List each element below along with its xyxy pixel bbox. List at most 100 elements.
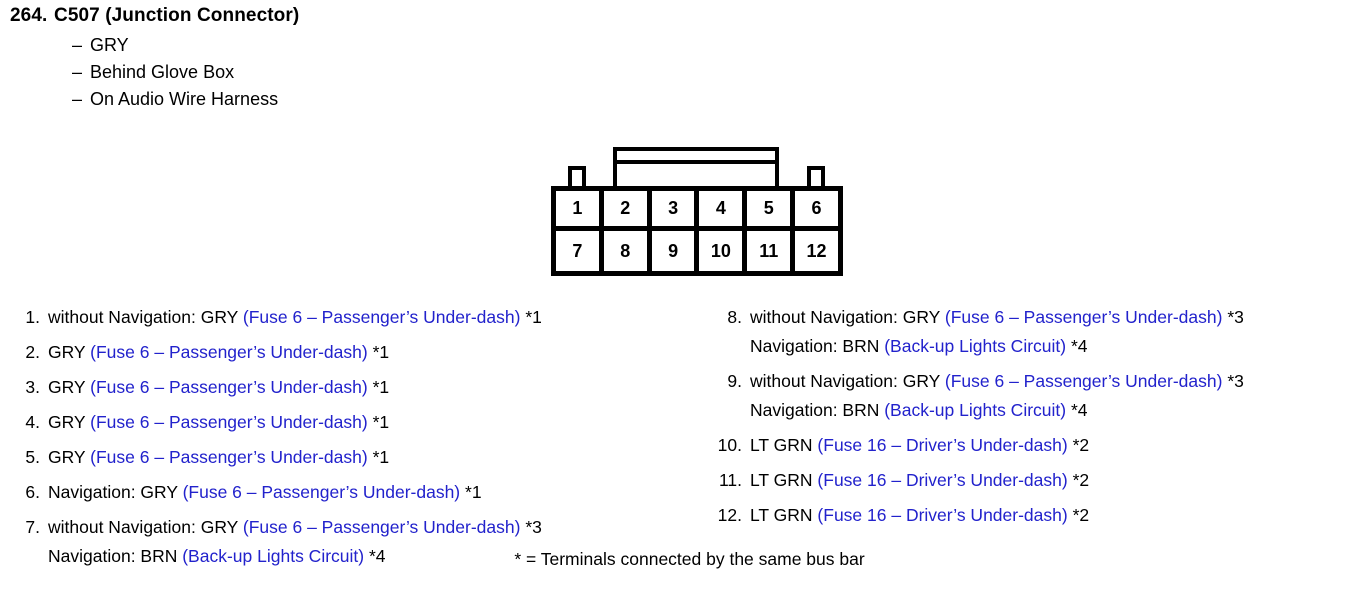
connector-detail-line: –On Audio Wire Harness: [72, 86, 710, 113]
connector-pin-1[interactable]: 1: [556, 191, 604, 226]
terminal-description: GRY (Fuse 6 – Passenger’s Under-dash) *1: [48, 373, 694, 402]
terminal-circuit-name: (Fuse 6 – Passenger’s Under-dash): [182, 482, 461, 502]
connector-pin-2[interactable]: 2: [604, 191, 652, 226]
terminal-circuit-name: (Back-up Lights Circuit): [884, 336, 1067, 356]
terminal-entry: 7.without Navigation: GRY (Fuse 6 – Pass…: [14, 513, 694, 571]
terminal-description: LT GRN (Fuse 16 – Driver’s Under-dash) *…: [750, 466, 1356, 495]
terminal-line: Navigation: BRN (Back-up Lights Circuit)…: [750, 332, 1356, 361]
connector-pin-4[interactable]: 4: [699, 191, 748, 226]
terminal-line: GRY (Fuse 6 – Passenger’s Under-dash) *1: [48, 443, 694, 472]
footnote-text: * = Terminals connected by the same bus …: [514, 549, 865, 569]
terminal-entry: 4. GRY (Fuse 6 – Passenger’s Under-dash) …: [14, 408, 694, 437]
terminal-description: GRY (Fuse 6 – Passenger’s Under-dash) *1: [48, 338, 694, 367]
terminal-wire-color: Navigation: GRY: [48, 482, 183, 502]
terminal-circuit-name: (Fuse 6 – Passenger’s Under-dash): [90, 377, 368, 397]
terminal-number: 12.: [717, 505, 742, 525]
terminal-circuit-name: (Fuse 6 – Passenger’s Under-dash): [90, 412, 368, 432]
terminal-wire-color: without Navigation: GRY: [750, 371, 945, 391]
terminal-wire-color: LT GRN: [750, 505, 818, 525]
terminal-line: Navigation: GRY (Fuse 6 – Passenger’s Un…: [48, 478, 694, 507]
terminal-number: 8.: [727, 307, 742, 327]
terminal-busbar-marker: *3: [1222, 307, 1244, 327]
connector-pin-12[interactable]: 12: [806, 240, 827, 261]
terminal-circuit-name: (Back-up Lights Circuit): [182, 546, 365, 566]
bullet-dash-icon: –: [72, 62, 83, 82]
terminal-number: 4.: [25, 412, 40, 432]
terminal-circuit-name: (Fuse 6 – Passenger’s Under-dash): [242, 307, 521, 327]
terminal-circuit-name: (Back-up Lights Circuit): [884, 400, 1067, 420]
terminal-circuit-name: (Fuse 16 – Driver’s Under-dash): [817, 435, 1068, 455]
connector-pin-3[interactable]: 3: [652, 191, 700, 226]
terminal-wire-color: GRY: [48, 377, 91, 397]
connector-detail-text: On Audio Wire Harness: [90, 89, 279, 109]
terminal-line: GRY (Fuse 6 – Passenger’s Under-dash) *1: [48, 408, 694, 437]
terminal-description: Navigation: GRY (Fuse 6 – Passenger’s Un…: [48, 478, 694, 507]
terminal-description: without Navigation: GRY (Fuse 6 – Passen…: [750, 367, 1356, 425]
terminal-circuit-name: (Fuse 6 – Passenger’s Under-dash): [90, 447, 368, 467]
terminal-wire-color: Navigation: BRN: [750, 400, 885, 420]
terminal-wire-color: Navigation: BRN: [48, 546, 183, 566]
bullet-dash-icon: –: [72, 89, 83, 109]
connector-title: C507 (Junction Connector): [54, 5, 300, 26]
terminal-line: without Navigation: GRY (Fuse 6 – Passen…: [750, 303, 1356, 332]
terminal-busbar-marker: *1: [367, 412, 390, 432]
terminal-wire-color: LT GRN: [750, 470, 818, 490]
connector-pin-9[interactable]: 9: [652, 231, 700, 271]
connector-detail-list: –GRY–Behind Glove Box–On Audio Wire Harn…: [72, 32, 710, 113]
connector-tab-right-icon: [807, 166, 825, 188]
terminal-entry: 8. without Navigation: GRY (Fuse 6 – Pass…: [716, 303, 1356, 361]
terminal-list-right: 8. without Navigation: GRY (Fuse 6 – Pass…: [716, 303, 1356, 536]
connector-pin-7[interactable]: 7: [556, 231, 604, 271]
bullet-dash-icon: –: [72, 35, 83, 55]
terminal-busbar-marker: *4: [364, 546, 386, 566]
terminal-line: without Navigation: GRY (Fuse 6 – Passen…: [48, 513, 694, 542]
terminal-description: without Navigation: GRY (Fuse 6 – Passen…: [48, 303, 694, 332]
terminal-circuit-name: (Fuse 6 – Passenger’s Under-dash): [944, 371, 1223, 391]
terminal-line: LT GRN (Fuse 16 – Driver’s Under-dash) *…: [750, 431, 1356, 460]
terminal-entry: 12. LT GRN (Fuse 16 – Driver’s Under-dash…: [716, 501, 1356, 530]
terminal-wire-color: GRY: [48, 342, 91, 362]
terminal-entry: 1.without Navigation: GRY (Fuse 6 – Pass…: [14, 303, 694, 332]
terminal-description: LT GRN (Fuse 16 – Driver’s Under-dash) *…: [750, 501, 1356, 530]
connector-detail-text: Behind Glove Box: [90, 62, 235, 82]
connector-pin-10[interactable]: 10: [699, 231, 748, 271]
terminal-busbar-marker: *1: [367, 377, 390, 397]
terminal-wire-color: LT GRN: [750, 435, 818, 455]
terminal-busbar-marker: *3: [1222, 371, 1244, 391]
terminal-entry: 2.GRY (Fuse 6 – Passenger’s Under-dash) …: [14, 338, 694, 367]
terminal-wire-color: without Navigation: GRY: [48, 517, 243, 537]
terminal-number: 5.: [25, 447, 40, 467]
terminal-wire-color: GRY: [48, 447, 91, 467]
terminal-description: GRY (Fuse 6 – Passenger’s Under-dash) *1: [48, 443, 694, 472]
connector-pin-5[interactable]: 5: [747, 191, 796, 226]
connector-pin-11[interactable]: 11: [747, 231, 796, 271]
terminal-circuit-name: (Fuse 16 – Driver’s Under-dash): [817, 470, 1068, 490]
terminal-busbar-marker: *1: [460, 482, 482, 502]
terminal-number: 3.: [25, 377, 40, 397]
connector-pin-8[interactable]: 8: [604, 231, 652, 271]
terminal-line: without Navigation: GRY (Fuse 6 – Passen…: [750, 367, 1356, 396]
terminal-circuit-name: (Fuse 6 – Passenger’s Under-dash): [944, 307, 1223, 327]
terminal-wire-color: without Navigation: GRY: [48, 307, 243, 327]
terminal-busbar-marker: *2: [1067, 470, 1090, 490]
footnote: * = Terminals connected by the same bus …: [0, 549, 1359, 570]
connector-detail-line: –GRY: [72, 32, 710, 59]
connector-tab-left-icon: [568, 166, 586, 188]
terminal-number: 6.: [25, 482, 40, 502]
terminal-busbar-marker: *2: [1067, 435, 1090, 455]
terminal-busbar-marker: *3: [520, 517, 542, 537]
terminal-number: 11.: [718, 470, 742, 490]
terminal-wire-color: Navigation: BRN: [750, 336, 885, 356]
connector-latch-rib-icon: [613, 160, 779, 164]
terminal-description: without Navigation: GRY (Fuse 6 – Passen…: [750, 303, 1356, 361]
terminal-line: without Navigation: GRY (Fuse 6 – Passen…: [48, 303, 694, 332]
terminal-circuit-name: (Fuse 6 – Passenger’s Under-dash): [90, 342, 368, 362]
terminal-busbar-marker: *1: [520, 307, 542, 327]
connector-detail-line: –Behind Glove Box: [72, 59, 710, 86]
terminal-description: LT GRN (Fuse 16 – Driver’s Under-dash) *…: [750, 431, 1356, 460]
terminal-list-left: 1.without Navigation: GRY (Fuse 6 – Pass…: [14, 303, 694, 577]
connector-pin-6[interactable]: 6: [811, 198, 822, 218]
